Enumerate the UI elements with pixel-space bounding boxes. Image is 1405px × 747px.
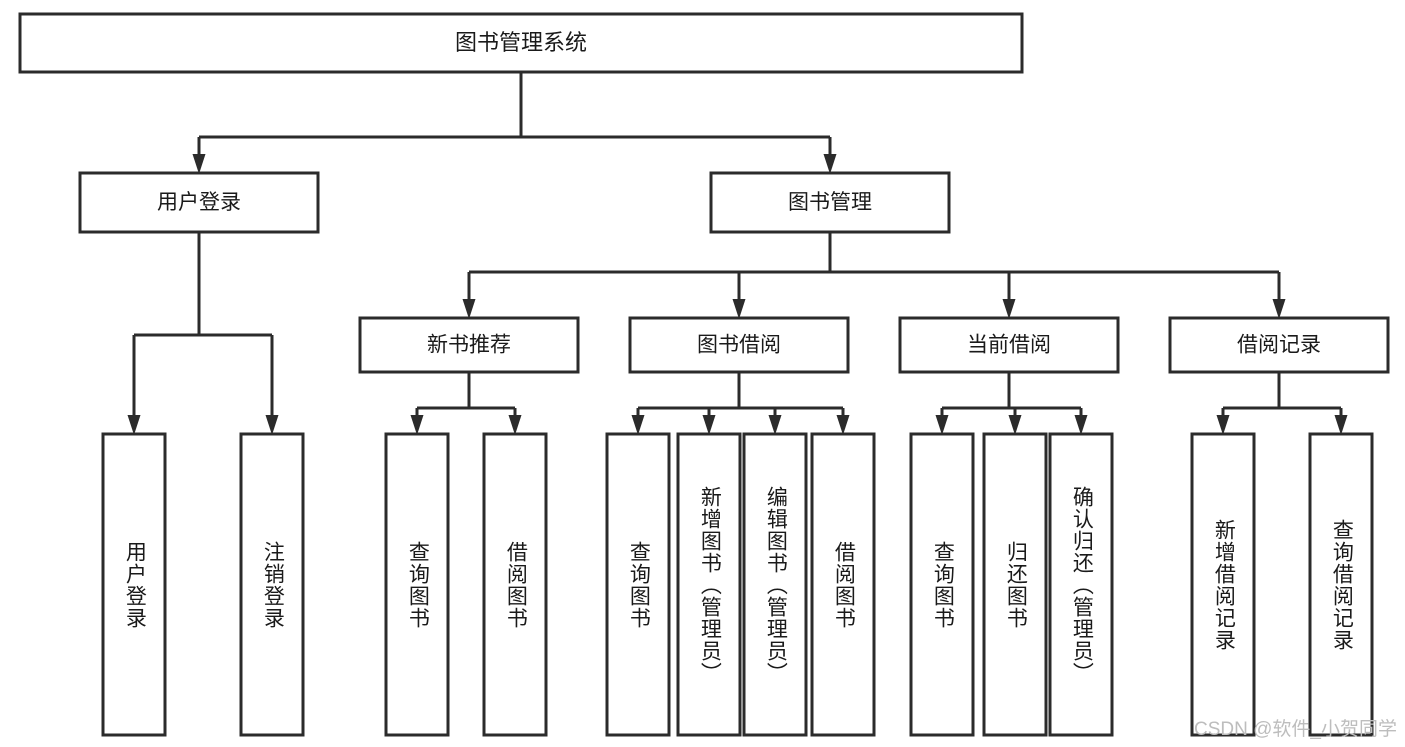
arrow-icon-book-borrow-to-leaves-3 xyxy=(836,415,850,435)
arrow-icon-book-management-to-level3-2 xyxy=(1002,299,1016,319)
node-leaf-return-book[interactable] xyxy=(982,432,1048,737)
node-box-borrow-records[interactable] xyxy=(1168,316,1390,374)
node-leaf-query-book-rec[interactable] xyxy=(384,432,450,737)
node-box-book-management[interactable] xyxy=(709,171,951,234)
node-leaf-borrow-book-rec[interactable] xyxy=(482,432,548,737)
node-label-borrow-records: 借阅记录 xyxy=(1237,334,1321,357)
node-book-borrow[interactable]: 图书借阅 xyxy=(628,316,850,374)
watermark: CSDN @软件_小贺同学 xyxy=(1194,719,1397,740)
connector-book-management-to-level3 xyxy=(467,232,1281,300)
arrow-icon-book-management-to-level3-3 xyxy=(1272,299,1286,319)
connector-root-to-level2 xyxy=(197,72,832,155)
connector-layer xyxy=(127,72,1348,435)
arrow-icon-current-borrow-to-leaves-0 xyxy=(935,415,949,435)
node-leaf-confirm-return-admin[interactable] xyxy=(1048,432,1114,737)
node-label-new-book-recommend: 新书推荐 xyxy=(427,334,511,357)
connector-current-borrow-to-leaves xyxy=(940,372,1083,416)
arrow-icon-new-book-recommend-to-leaves-0 xyxy=(410,415,424,435)
arrow-icon-book-management-to-level3-0 xyxy=(462,299,476,319)
node-box-leaf-query-book-current[interactable] xyxy=(909,432,975,737)
node-leaf-edit-book-admin[interactable] xyxy=(742,432,808,737)
arrow-icon-current-borrow-to-leaves-2 xyxy=(1074,415,1088,435)
node-box-leaf-return-book[interactable] xyxy=(982,432,1048,737)
arrow-icon-book-borrow-to-leaves-2 xyxy=(768,415,782,435)
node-leaf-query-book-current[interactable] xyxy=(909,432,975,737)
node-leaf-add-borrow-record[interactable] xyxy=(1190,432,1256,737)
node-leaf-logout[interactable] xyxy=(239,432,305,737)
connector-borrow-records-to-leaves xyxy=(1221,372,1343,416)
node-box-leaf-add-borrow-record[interactable] xyxy=(1190,432,1256,737)
node-label-current-borrow: 当前借阅 xyxy=(967,334,1051,357)
node-user-login[interactable]: 用户登录 xyxy=(78,171,320,234)
arrow-icon-book-management-to-level3-1 xyxy=(732,299,746,319)
node-leaf-add-book-admin[interactable] xyxy=(676,432,742,737)
node-book-management[interactable]: 图书管理 xyxy=(709,171,951,234)
node-leaf-query-borrow-record[interactable] xyxy=(1308,432,1374,737)
arrow-icon-book-borrow-to-leaves-0 xyxy=(631,415,645,435)
node-box-leaf-borrow-book-rec[interactable] xyxy=(482,432,548,737)
arrow-icon-borrow-records-to-leaves-1 xyxy=(1334,415,1348,435)
arrow-icon-new-book-recommend-to-leaves-1 xyxy=(508,415,522,435)
node-leaf-query-book-borrow[interactable] xyxy=(605,432,671,737)
node-box-leaf-logout[interactable] xyxy=(239,432,305,737)
node-box-leaf-user-login[interactable] xyxy=(101,432,167,737)
node-box-leaf-query-book-rec[interactable] xyxy=(384,432,450,737)
node-current-borrow[interactable]: 当前借阅 xyxy=(898,316,1120,374)
node-box-root[interactable] xyxy=(18,12,1024,74)
connector-new-book-recommend-to-leaves xyxy=(415,372,517,416)
node-box-user-login[interactable] xyxy=(78,171,320,234)
arrow-icon-user-login-to-leaves-1 xyxy=(265,415,279,435)
node-box-new-book-recommend[interactable] xyxy=(358,316,580,374)
node-label-book-borrow: 图书借阅 xyxy=(697,334,781,357)
node-label-book-management: 图书管理 xyxy=(788,191,872,214)
node-leaf-user-login[interactable] xyxy=(101,432,167,737)
node-label-root: 图书管理系统 xyxy=(455,30,587,55)
node-root[interactable]: 图书管理系统 xyxy=(18,12,1024,74)
arrow-icon-borrow-records-to-leaves-0 xyxy=(1216,415,1230,435)
node-leaf-borrow-book[interactable] xyxy=(810,432,876,737)
arrow-icon-book-borrow-to-leaves-1 xyxy=(702,415,716,435)
arrow-icon-root-to-level2-1 xyxy=(823,154,837,174)
node-box-leaf-add-book-admin[interactable] xyxy=(676,432,742,737)
node-new-book-recommend[interactable]: 新书推荐 xyxy=(358,316,580,374)
connector-user-login-to-leaves xyxy=(132,232,274,416)
node-box-leaf-query-book-borrow[interactable] xyxy=(605,432,671,737)
node-box-current-borrow[interactable] xyxy=(898,316,1120,374)
connector-book-borrow-to-leaves xyxy=(636,372,845,416)
arrow-icon-current-borrow-to-leaves-1 xyxy=(1008,415,1022,435)
node-box-leaf-query-borrow-record[interactable] xyxy=(1308,432,1374,737)
node-borrow-records[interactable]: 借阅记录 xyxy=(1168,316,1390,374)
node-box-leaf-edit-book-admin[interactable] xyxy=(742,432,808,737)
node-box-book-borrow[interactable] xyxy=(628,316,850,374)
node-box-leaf-borrow-book[interactable] xyxy=(810,432,876,737)
arrow-icon-root-to-level2-0 xyxy=(192,154,206,174)
node-box-leaf-confirm-return-admin[interactable] xyxy=(1048,432,1114,737)
node-label-user-login: 用户登录 xyxy=(157,191,241,214)
arrow-icon-user-login-to-leaves-0 xyxy=(127,415,141,435)
